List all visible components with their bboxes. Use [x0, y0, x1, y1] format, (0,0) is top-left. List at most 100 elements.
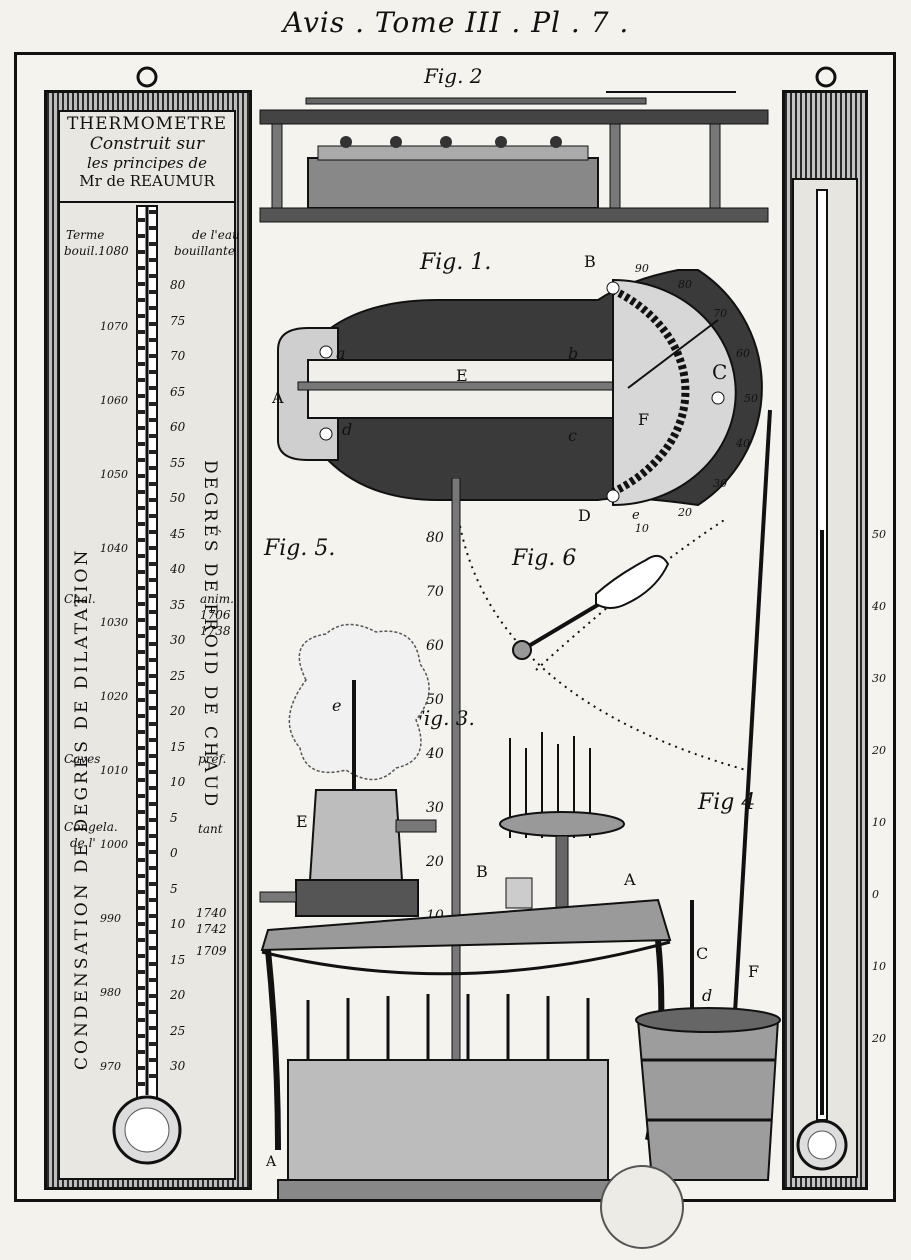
tube-check-mark — [149, 290, 157, 294]
tube-check-mark — [137, 1018, 145, 1022]
tube-check-mark — [149, 834, 157, 838]
tube-check-mark — [149, 802, 157, 806]
degree-scale-tick: 35 — [170, 597, 186, 612]
density-scale-tick: 980 — [100, 986, 121, 999]
tube-check-mark — [137, 970, 145, 974]
tube-check-mark — [137, 762, 145, 766]
tube-check-mark — [149, 690, 157, 694]
note-tant: tant — [198, 822, 223, 836]
density-scale-tick: 1060 — [100, 394, 128, 407]
thermometer-title: THERMOMETRE — [66, 114, 228, 134]
tube-check-mark — [137, 842, 145, 846]
fig2-label: Fig. 2 — [424, 64, 483, 88]
fig6-pendulum — [459, 520, 747, 771]
right-thermo-tick: 20 — [872, 1032, 886, 1045]
tube-check-mark — [137, 1034, 145, 1038]
tube-check-mark — [137, 1082, 145, 1086]
tube-check-mark — [137, 378, 145, 382]
fig1-letter-d-upper: D — [578, 506, 591, 525]
tube-check-mark — [137, 618, 145, 622]
fig1-letter-b: b — [568, 344, 579, 363]
degree-scale-tick: 70 — [170, 349, 186, 363]
tube-check-mark — [137, 602, 145, 606]
degree-scale-tick: 75 — [170, 313, 186, 328]
right-thermometer-ring — [815, 66, 837, 88]
density-scale-tick: 1040 — [100, 542, 128, 555]
note-1709: 1709 — [196, 944, 227, 958]
note-1706: 1706 — [200, 608, 231, 622]
side-text-left: CONDENSATION DE DEGRÉS DE DILATATION — [72, 547, 92, 1070]
tube-check-mark — [137, 666, 145, 670]
note-1738: 1738 — [200, 624, 231, 638]
density-scale-tick: 1070 — [100, 320, 128, 333]
dial-scale-tick: 10 — [634, 521, 649, 535]
tube-check-mark — [137, 442, 145, 446]
tube-check-mark — [149, 930, 157, 934]
degree-scale-tick: 15 — [170, 952, 186, 967]
tube-check-mark — [149, 738, 157, 742]
fig3-letter-a: A — [624, 870, 636, 889]
tube-check-mark — [149, 578, 157, 582]
plate-header: Avis . Tome III . Pl . 7 . — [0, 0, 911, 48]
density-scale-tick: 1030 — [100, 616, 128, 629]
fig5-label: Fig. 5. — [264, 536, 336, 561]
degree-scale-tick: 5 — [170, 810, 178, 825]
dial-scale-tick: 90 — [634, 262, 649, 275]
tube-check-mark — [137, 458, 145, 462]
tube-check-mark — [137, 362, 145, 366]
tube-check-mark — [137, 234, 145, 238]
tube-check-mark — [137, 426, 145, 430]
tube-check-mark — [137, 890, 145, 894]
tube-check-mark — [149, 1010, 157, 1014]
degree-scale-tick: 5 — [170, 881, 178, 896]
tube-check-mark — [149, 882, 157, 886]
fig1-letter-c: c — [568, 426, 577, 445]
tube-check-mark — [149, 418, 157, 422]
tube-check-mark — [137, 330, 145, 334]
fig4-letter-c: C — [696, 944, 709, 963]
fig4-letter-d: d — [702, 986, 713, 1005]
tube-check-mark — [137, 394, 145, 398]
tube-check-mark — [149, 978, 157, 982]
tube-check-mark — [149, 546, 157, 550]
fig2-apparatus — [259, 91, 769, 223]
tube-check-mark — [137, 490, 145, 494]
tube-check-mark — [137, 506, 145, 510]
tube-check-mark — [149, 322, 157, 326]
title-line-3: Mr de REAUMUR — [79, 172, 215, 190]
tube-check-mark — [149, 706, 157, 710]
tube-check-mark — [137, 922, 145, 926]
right-thermo-tick: 0 — [872, 888, 879, 901]
fig1-pyrometer — [277, 269, 763, 507]
fig3-scale-tick: 40 — [426, 746, 444, 762]
note-anim: anim. — [200, 592, 234, 606]
tube-check-mark — [149, 850, 157, 854]
dial-scale-tick: 50 — [744, 392, 758, 405]
tube-check-mark — [137, 538, 145, 542]
fig1-letter-a: a — [336, 344, 346, 363]
density-scale-tick: 970 — [100, 1060, 121, 1073]
fig3-scale-tick: 20 — [426, 854, 444, 870]
tube-check-mark — [149, 722, 157, 726]
tube-check-mark — [137, 298, 145, 302]
right-thermo-tick: 50 — [872, 528, 886, 541]
tube-check-mark — [137, 634, 145, 638]
degree-scale-tick: 30 — [170, 1059, 186, 1073]
tube-check-mark — [149, 898, 157, 902]
degree-scale-tick: 55 — [170, 455, 186, 470]
tube-check-mark — [137, 682, 145, 686]
tube-check-mark — [137, 794, 145, 798]
dial-scale-tick: 70 — [713, 307, 728, 321]
tube-check-mark — [149, 434, 157, 438]
fig1-label: Fig. 1. — [420, 250, 492, 275]
fig5-letter-e: E — [296, 812, 308, 831]
title-line-2: les principes de — [87, 154, 207, 172]
degree-scale-tick: 40 — [170, 562, 186, 576]
density-scale-tick: 1020 — [100, 690, 128, 703]
top-left-note-2: bouil.1080 — [64, 244, 129, 258]
note-chal: Chal. — [64, 592, 96, 606]
fig4-letter-f: F — [748, 962, 760, 981]
tube-check-mark — [149, 866, 157, 870]
tube-check-mark — [149, 1074, 157, 1078]
tube-check-mark — [149, 626, 157, 630]
